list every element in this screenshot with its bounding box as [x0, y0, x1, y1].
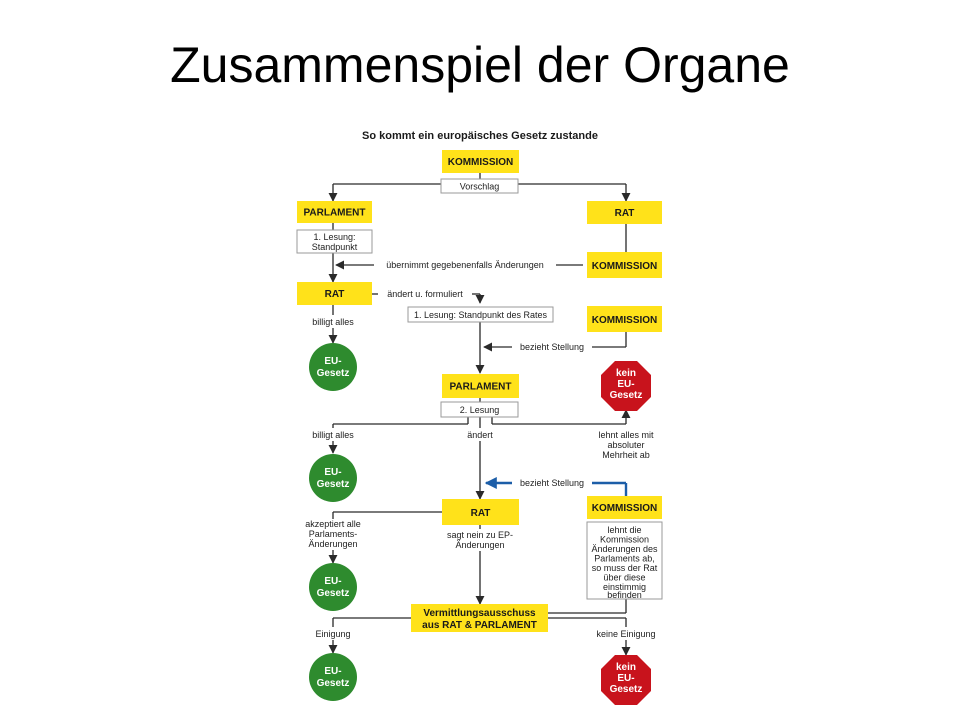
- lesung1-standpunkt-box: 1. Lesung: Standpunkt: [296, 229, 373, 254]
- eu-gesetz-badge-3: EU- Gesetz: [309, 563, 357, 611]
- label-uebernimmt: übernimmt gegebenenfalls Änderungen: [386, 260, 544, 270]
- svg-text:KOMMISSION: KOMMISSION: [592, 503, 658, 514]
- svg-text:einstimmig: einstimmig: [603, 582, 646, 592]
- svg-text:RAT: RAT: [615, 208, 635, 219]
- svg-text:EU-: EU-: [324, 666, 341, 677]
- parlament-box-2: PARLAMENT: [442, 374, 519, 398]
- svg-text:Gesetz: Gesetz: [317, 479, 350, 490]
- label-sagt-nein-2: Änderungen: [455, 540, 504, 550]
- kommission-box-2: KOMMISSION: [587, 252, 662, 278]
- parlament-box-1: PARLAMENT: [297, 201, 372, 223]
- svg-text:RAT: RAT: [471, 508, 491, 519]
- diagram-title: So kommt ein europäisches Gesetz zustand…: [362, 130, 598, 142]
- svg-text:KOMMISSION: KOMMISSION: [448, 157, 514, 168]
- svg-text:Parlaments ab,: Parlaments ab,: [594, 554, 655, 564]
- svg-text:kein: kein: [616, 662, 636, 673]
- svg-text:Standpunkt: Standpunkt: [312, 242, 358, 252]
- rat-box-top: RAT: [587, 201, 662, 224]
- svg-text:Gesetz: Gesetz: [610, 390, 643, 401]
- label-lehnt-absoluter: absoluter: [607, 440, 644, 450]
- svg-text:EU-: EU-: [617, 673, 634, 684]
- svg-text:KOMMISSION: KOMMISSION: [592, 315, 658, 326]
- eu-gesetz-badge-4: EU- Gesetz: [309, 653, 357, 701]
- svg-text:EU-: EU-: [324, 576, 341, 587]
- kommission-box-top: KOMMISSION: [442, 150, 519, 173]
- svg-text:EU-: EU-: [617, 379, 634, 390]
- svg-text:Gesetz: Gesetz: [317, 368, 350, 379]
- label-billigt-alles-2: billigt alles: [312, 430, 354, 440]
- label-bezieht-stellung-2: bezieht Stellung: [520, 478, 584, 488]
- svg-text:Kommission: Kommission: [600, 535, 649, 545]
- label-lehnt-alles: lehnt alles mit: [598, 430, 654, 440]
- label-lehnt-mehrheit: Mehrheit ab: [602, 450, 650, 460]
- rat-box-2: RAT: [297, 282, 372, 305]
- label-aendert: ändert: [467, 430, 493, 440]
- svg-text:über diese: über diese: [603, 573, 645, 583]
- svg-text:Vorschlag: Vorschlag: [460, 182, 500, 192]
- lesung2-box: 2. Lesung: [440, 401, 519, 418]
- svg-text:1. Lesung:: 1. Lesung:: [313, 232, 355, 242]
- vermittlungsausschuss-box: Vermittlungsausschuss aus RAT & PARLAMEN…: [411, 604, 548, 632]
- label-aendert-formuliert: ändert u. formuliert: [387, 289, 463, 299]
- vorschlag-box: Vorschlag: [440, 178, 519, 194]
- svg-text:Gesetz: Gesetz: [317, 588, 350, 599]
- kommission-note-box: lehnt die Kommission Änderungen des Parl…: [586, 521, 663, 600]
- label-akzeptiert-3: Änderungen: [308, 539, 357, 549]
- rat-box-3: RAT: [442, 499, 519, 525]
- eu-gesetz-badge-2: EU- Gesetz: [309, 454, 357, 502]
- svg-text:EU-: EU-: [324, 356, 341, 367]
- svg-text:Änderungen des: Änderungen des: [591, 544, 658, 554]
- label-einigung: Einigung: [315, 629, 350, 639]
- svg-text:lehnt die: lehnt die: [607, 525, 641, 535]
- label-sagt-nein-1: sagt nein zu EP-: [447, 530, 513, 540]
- blue-connector: [484, 477, 628, 496]
- svg-text:Gesetz: Gesetz: [610, 684, 643, 695]
- svg-text:PARLAMENT: PARLAMENT: [303, 208, 365, 219]
- kommission-box-4: KOMMISSION: [587, 496, 662, 519]
- eu-gesetz-badge-1: EU- Gesetz: [309, 343, 357, 391]
- svg-text:kein: kein: [616, 368, 636, 379]
- kein-eu-gesetz-badge-2: kein EU- Gesetz: [601, 655, 651, 705]
- standpunkt-des-rates-box: 1. Lesung: Standpunkt des Rates: [407, 306, 554, 323]
- label-akzeptiert-2: Parlaments-: [309, 529, 358, 539]
- label-billigt-alles-1: billigt alles: [312, 317, 354, 327]
- svg-text:so muss der Rat: so muss der Rat: [592, 563, 658, 573]
- svg-text:RAT: RAT: [325, 289, 345, 300]
- svg-text:befinden: befinden: [607, 590, 642, 600]
- kommission-box-3: KOMMISSION: [587, 306, 662, 332]
- slide-title: Zusammenspiel der Organe: [170, 37, 790, 93]
- svg-text:aus RAT & PARLAMENT: aus RAT & PARLAMENT: [422, 620, 537, 631]
- kein-eu-gesetz-badge-1: kein EU- Gesetz: [601, 361, 651, 411]
- svg-text:1. Lesung: Standpunkt des Rate: 1. Lesung: Standpunkt des Rates: [414, 310, 548, 320]
- svg-text:2. Lesung: 2. Lesung: [460, 405, 500, 415]
- svg-text:Gesetz: Gesetz: [317, 678, 350, 689]
- label-akzeptiert-1: akzeptiert alle: [305, 519, 361, 529]
- svg-text:Vermittlungsausschuss: Vermittlungsausschuss: [423, 608, 536, 619]
- svg-text:EU-: EU-: [324, 467, 341, 478]
- label-keine-einigung: keine Einigung: [596, 629, 655, 639]
- label-bezieht-stellung-1: bezieht Stellung: [520, 342, 584, 352]
- svg-text:KOMMISSION: KOMMISSION: [592, 261, 658, 272]
- svg-text:PARLAMENT: PARLAMENT: [449, 382, 511, 393]
